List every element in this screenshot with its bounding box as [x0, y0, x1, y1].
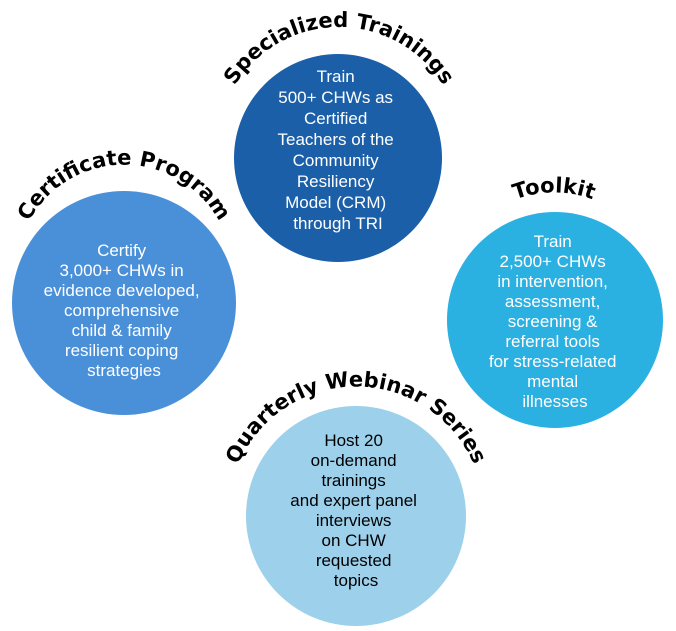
- line: Certified: [304, 109, 367, 128]
- line: Community: [293, 151, 379, 170]
- text-specialized: Train 500+ CHWs as Certified Teachers of…: [278, 67, 399, 233]
- line: resilient coping: [65, 341, 178, 360]
- node-certificate-program: Certificate Program Certify 3,000+ CHWs …: [12, 146, 236, 415]
- text-toolkit: Train 2,500+ CHWs in intervention, asses…: [489, 232, 621, 411]
- line: trainings: [322, 471, 386, 490]
- text-certificate: Certify 3,000+ CHWs in evidence develope…: [44, 241, 205, 380]
- line: evidence developed,: [44, 281, 200, 300]
- node-specialized-trainings: Specialized Trainings Train 500+ CHWs as…: [219, 8, 459, 262]
- line: Certify: [97, 241, 147, 260]
- line: child & family: [72, 321, 173, 340]
- line: through TRI: [293, 214, 382, 233]
- line: strategies: [87, 361, 161, 380]
- line: Teachers of the: [278, 130, 394, 149]
- line: referral tools: [505, 332, 599, 351]
- line: screening &: [508, 312, 598, 331]
- node-toolkit: Toolkit Train 2,500+ CHWs in interventio…: [447, 173, 663, 428]
- line: 2,500+ CHWs: [499, 252, 605, 271]
- line: topics: [334, 571, 378, 590]
- line: on-demand: [311, 451, 397, 470]
- circle-specialized: [234, 54, 442, 262]
- line: Train: [317, 67, 355, 86]
- title-toolkit: Toolkit: [510, 173, 599, 204]
- circle-webinar: [246, 406, 466, 626]
- line: illnesses: [522, 392, 587, 411]
- line: mental: [527, 372, 578, 391]
- line: Train: [534, 232, 572, 251]
- line: for stress-related: [489, 352, 617, 371]
- line: requested: [316, 551, 392, 570]
- circle-toolkit: [447, 212, 663, 428]
- line: 3,000+ CHWs in: [60, 261, 184, 280]
- line: and expert panel: [290, 491, 417, 510]
- line: on CHW: [322, 531, 386, 550]
- line: Host 20: [324, 431, 383, 450]
- line: 500+ CHWs as: [278, 88, 393, 107]
- line: comprehensive: [64, 301, 179, 320]
- node-quarterly-webinar-series: Quarterly Webinar Series Host 20 on-dema…: [221, 367, 491, 626]
- line: Model (CRM): [285, 193, 386, 212]
- line: interviews: [316, 511, 392, 530]
- line: Resiliency: [297, 172, 375, 191]
- circle-certificate: [12, 191, 236, 415]
- text-webinar: Host 20 on-demand trainings and expert p…: [290, 431, 421, 590]
- line: in intervention,: [497, 272, 608, 291]
- line: assessment,: [505, 292, 600, 311]
